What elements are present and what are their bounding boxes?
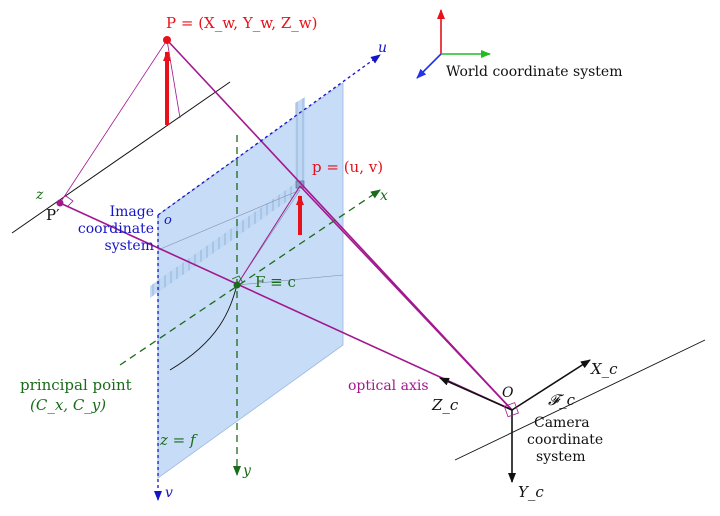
image-cs-label-2: coordinate: [78, 221, 154, 237]
image-x-strip: [150, 180, 300, 298]
x-axis-line: [119, 189, 381, 366]
camera-base-line: [454, 339, 706, 461]
image-plane: [157, 82, 344, 479]
image-point-to-camera: [299, 185, 513, 411]
camera-zc-label: Z_c: [431, 396, 459, 414]
world-point-label: P = (X_w, Y_w, Z_w): [166, 14, 317, 32]
z-left-label: z: [35, 187, 44, 203]
x-axis-label: x: [380, 188, 388, 204]
plane-guide-3: [236, 274, 344, 286]
z-reference-line: [11, 81, 231, 234]
right-angle-mark-pprime: [65, 195, 74, 208]
camera-xc-label: X_c: [590, 360, 618, 378]
camera-origin-label: O: [502, 385, 514, 401]
y-axis-label: y: [242, 463, 252, 479]
v-axis-label: v: [165, 485, 173, 501]
camera-origin-box: [503, 402, 519, 418]
camera-cs-label-2: coordinate: [527, 432, 603, 448]
principal-point-leader: [169, 284, 238, 371]
u-axis-label: u: [378, 40, 387, 56]
right-angle-mark-focal: [231, 275, 244, 284]
plane-guide-1: [157, 189, 301, 251]
image-point-label: p = (u, v): [312, 158, 383, 176]
image-point-to-focal: [236, 185, 301, 286]
camera-cs-label-3: system: [536, 449, 585, 465]
principal-point-label-1: principal point: [20, 376, 132, 394]
pixel-marker: [295, 180, 305, 189]
camera-fc-label: 𝓕_c: [548, 391, 576, 409]
camera-cs-label-1: Camera: [534, 415, 590, 431]
optical-axis-line: [59, 202, 513, 411]
pprime-dot: [56, 199, 64, 207]
camera-zc-axis: [439, 377, 513, 411]
pprime-label: P′: [46, 206, 60, 224]
z-equals-f-label: z = f: [159, 431, 198, 449]
image-cs-label-3: system: [105, 238, 154, 254]
optical-axis-label: optical axis: [348, 378, 429, 394]
principal-point-label-2: (C_x, C_y): [30, 396, 106, 414]
focal-point-dot: [233, 281, 241, 289]
image-cs-label-1: Image: [110, 204, 154, 220]
origin-o-label: o: [164, 213, 172, 228]
world-front-axis: [416, 53, 442, 79]
projection-line-world-to-pprime: [59, 39, 168, 204]
world-cs-label: World coordinate system: [446, 64, 622, 80]
focal-point-label: F ≡ c: [255, 273, 296, 291]
world-point-dot: [163, 36, 171, 44]
camera-xc-axis: [511, 359, 591, 411]
image-y-strip: [295, 97, 305, 188]
u-axis-line: [157, 54, 381, 216]
camera-yc-label: Y_c: [518, 483, 544, 501]
